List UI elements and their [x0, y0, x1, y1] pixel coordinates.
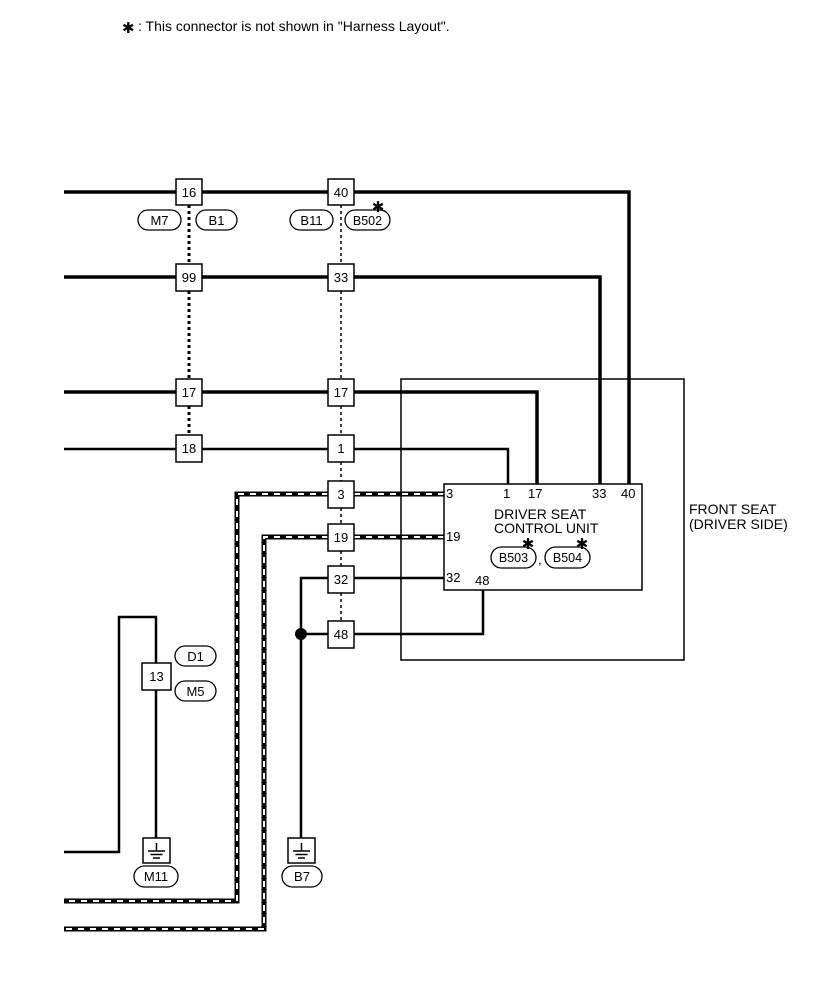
connector-ref-b11: B11 [289, 209, 334, 231]
connector-ref-b1: B1 [195, 209, 238, 231]
connector-ref-b503: B503 ✱ [490, 536, 537, 569]
ground-icon [293, 843, 310, 859]
connector-separator: , [538, 552, 542, 567]
connector-18: 18 [175, 434, 203, 463]
connector-17-b: 17 [327, 378, 355, 407]
ground-b7: B7 [281, 837, 323, 888]
front-seat-label-line2: (DRIVER SIDE) [689, 516, 788, 532]
svg-text:B1: B1 [209, 213, 225, 228]
pin-label: 17 [182, 385, 196, 400]
unit-pin-17: 17 [528, 486, 542, 501]
pin-label: 18 [182, 441, 196, 456]
svg-text:B504: B504 [553, 551, 582, 565]
ground-icon [148, 843, 165, 859]
driver-seat-control-unit: 3 1 17 33 40 19 32 48 DRIVER SEAT CONTRO… [443, 483, 643, 591]
unit-pin-32: 32 [446, 570, 460, 585]
connector-17-a: 17 [175, 378, 203, 407]
connector-99: 99 [175, 263, 203, 292]
connector-ref-d1: D1 [174, 645, 217, 667]
unit-title-line1: DRIVER SEAT [494, 506, 587, 522]
ground-m11: M11 [133, 837, 179, 888]
svg-text:B11: B11 [300, 213, 322, 228]
pin-label: 99 [182, 270, 196, 285]
unit-pin-40: 40 [621, 486, 635, 501]
shielded-wires [64, 491, 444, 932]
pin-label: 32 [334, 572, 348, 587]
connector-19: 19 [327, 523, 355, 552]
front-seat-label-line1: FRONT SEAT [689, 501, 777, 517]
pin-label: 3 [337, 487, 344, 502]
connector-3: 3 [327, 480, 355, 509]
asterisk-icon: ✱ [372, 199, 385, 216]
svg-text:B502: B502 [353, 214, 382, 228]
ground-label: M11 [144, 869, 168, 884]
pin-label: 16 [182, 185, 196, 200]
unit-pin-33: 33 [592, 486, 606, 501]
pin-label: 40 [334, 185, 348, 200]
connector-1: 1 [327, 434, 355, 463]
asterisk-icon: ✱ [576, 536, 589, 553]
connector-40: 40 [327, 178, 355, 206]
connector-ref-m7: M7 [137, 209, 182, 231]
connector-16: 16 [175, 178, 203, 206]
connector-13: 13 [141, 662, 172, 691]
connector-links [187, 205, 342, 621]
connector-48: 48 [327, 620, 355, 649]
pin-label: 19 [334, 530, 348, 545]
svg-text:B503: B503 [499, 551, 528, 565]
pin-label: 13 [149, 669, 163, 684]
connector-32: 32 [327, 565, 355, 594]
connector-33: 33 [327, 263, 355, 292]
unit-pin-1: 1 [503, 486, 510, 501]
connector-ref-m5: M5 [174, 680, 217, 702]
pin-label: 48 [334, 627, 348, 642]
pin-label: 33 [334, 270, 348, 285]
svg-text:D1: D1 [187, 649, 204, 664]
asterisk-icon: ✱ [522, 536, 535, 553]
pin-label: 1 [337, 441, 344, 456]
unit-pin-48: 48 [475, 573, 489, 588]
svg-text:M7: M7 [150, 213, 168, 228]
harness-wires [64, 190, 631, 484]
splice-dot [295, 628, 307, 640]
svg-text:M5: M5 [186, 684, 204, 699]
unit-pin-3: 3 [446, 486, 453, 501]
connector-ref-b502: B502 ✱ [344, 199, 391, 231]
signal-wires [64, 447, 510, 854]
ground-label: B7 [294, 869, 310, 884]
pin-label: 17 [334, 385, 348, 400]
note-text: : This connector is not shown in "Harnes… [138, 18, 450, 34]
unit-pin-19: 19 [446, 529, 460, 544]
connector-ref-b504: B504 ✱ [544, 536, 591, 569]
unit-title-line2: CONTROL UNIT [494, 520, 599, 536]
front-seat-boundary [400, 378, 685, 661]
note-asterisk: ✱ [122, 20, 135, 37]
